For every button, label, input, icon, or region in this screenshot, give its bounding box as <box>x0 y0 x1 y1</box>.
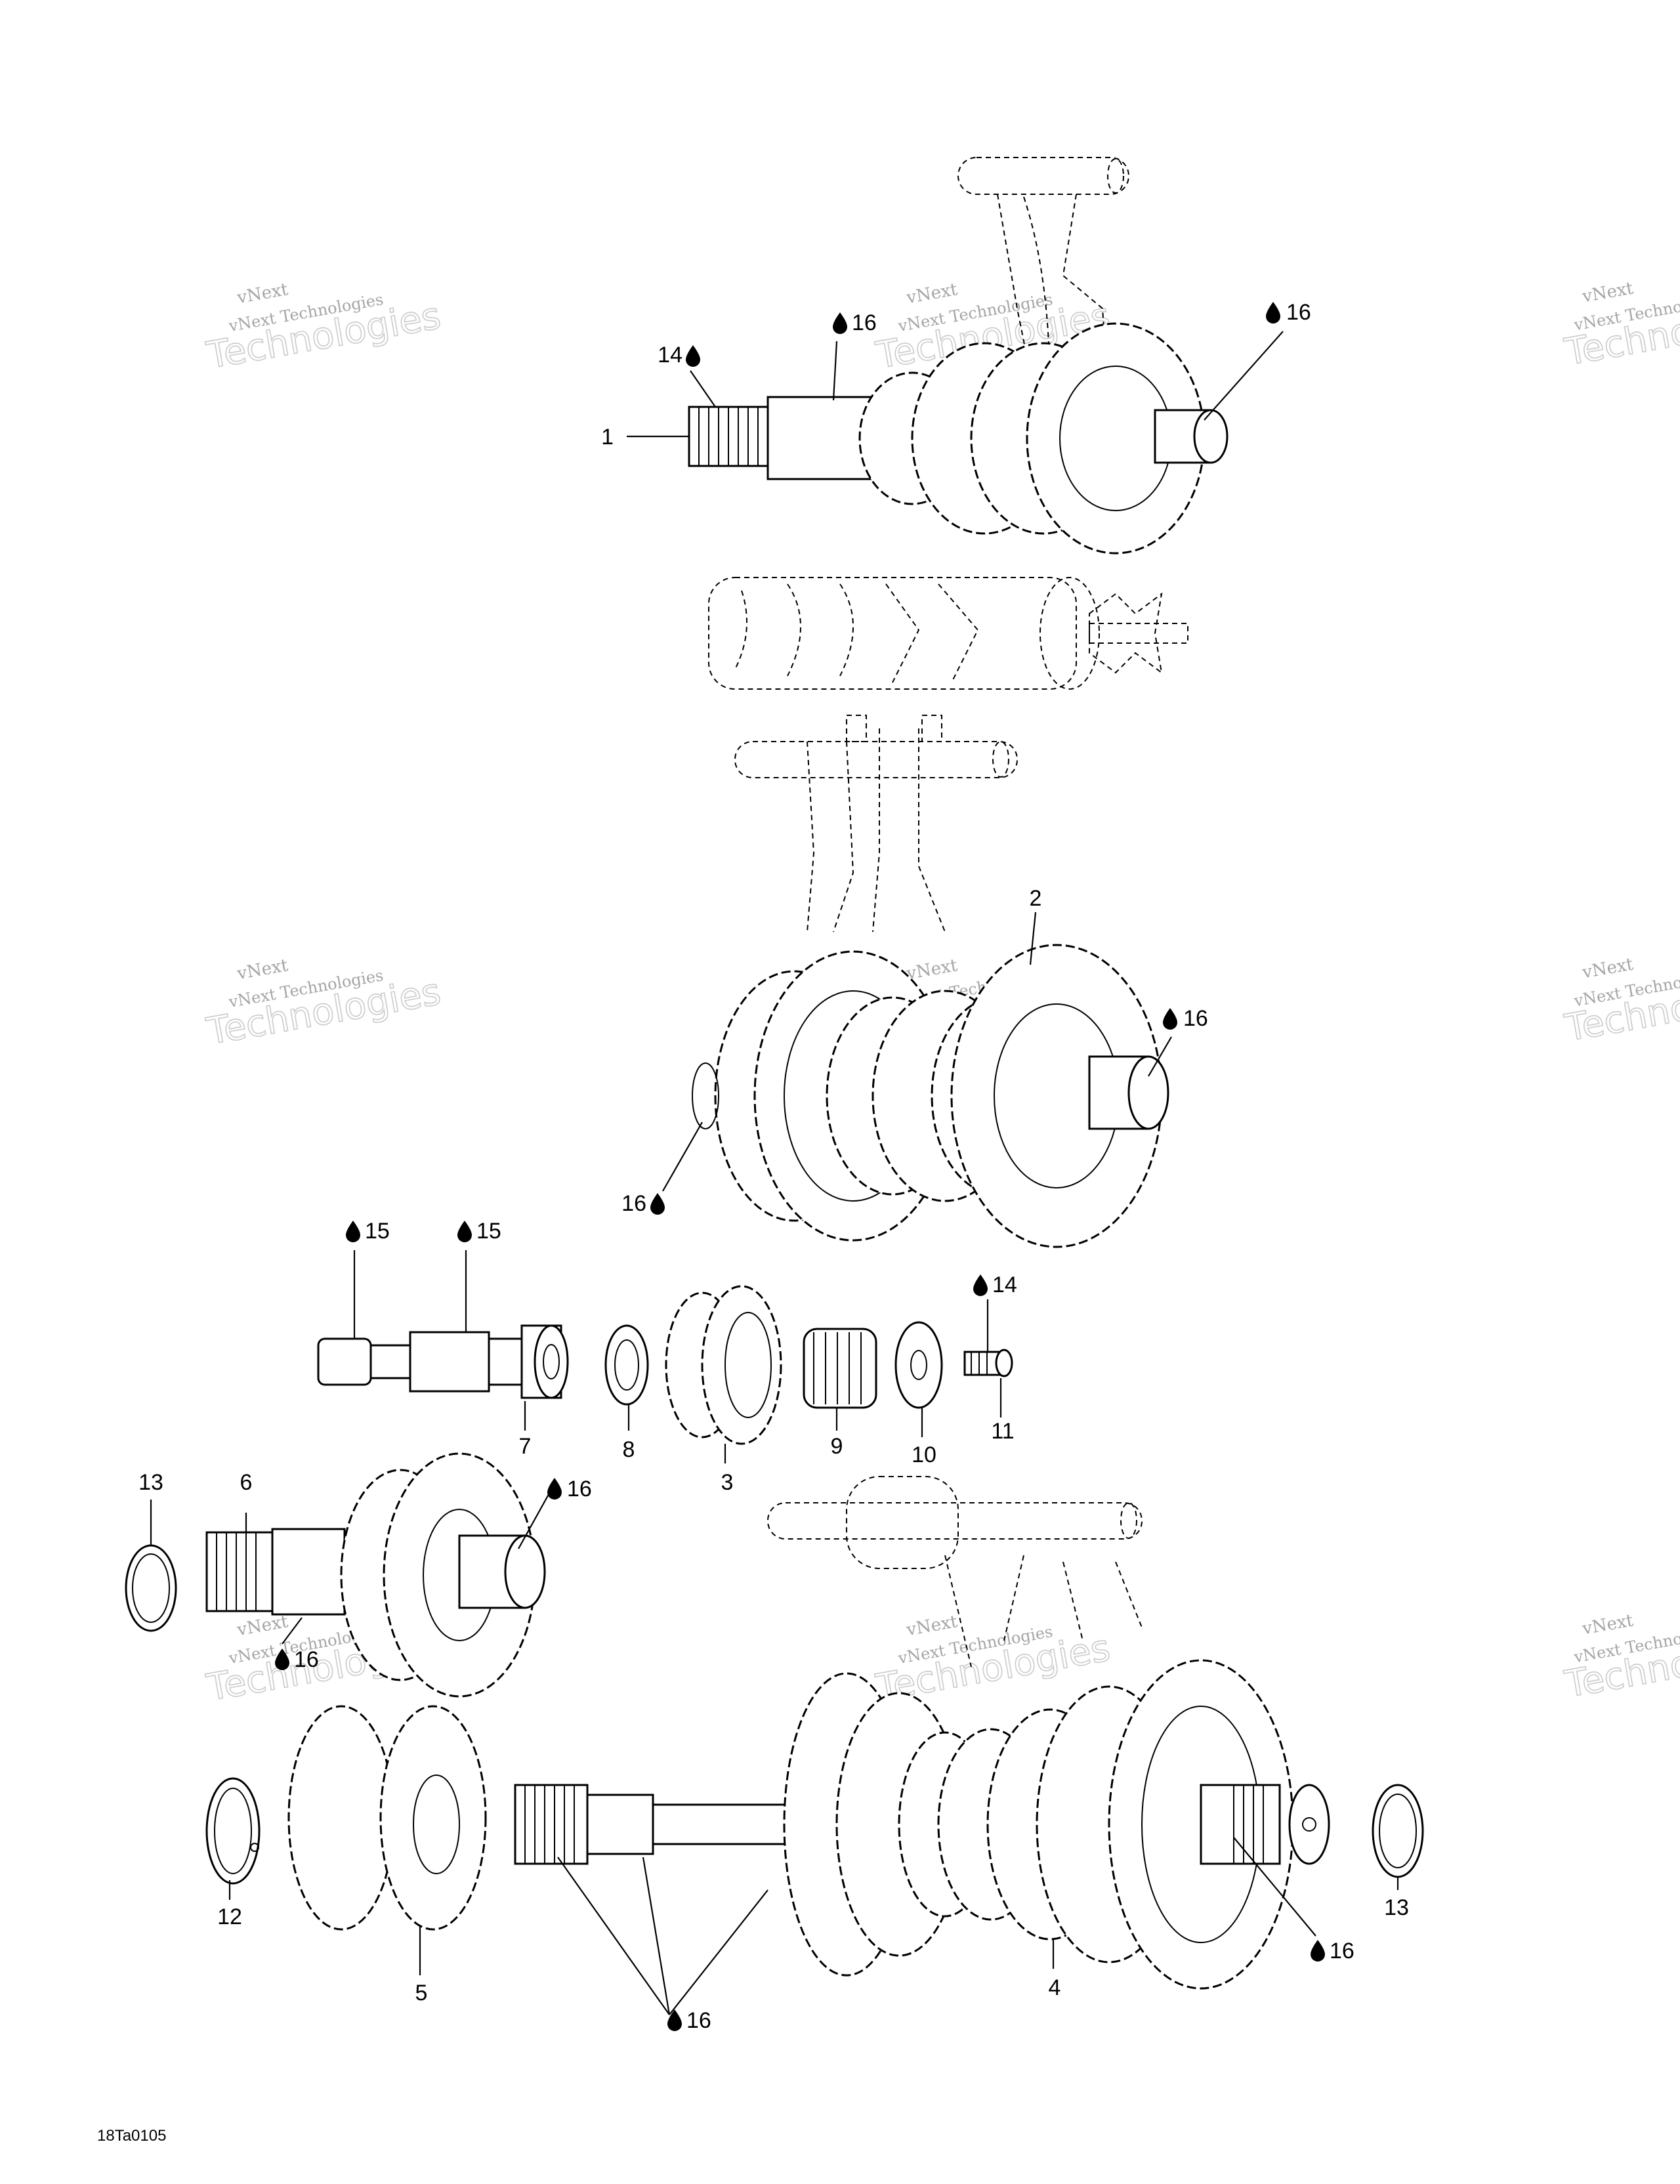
callout-10: 10 <box>912 1442 936 1467</box>
callout-16-lube: 16 <box>852 310 877 335</box>
callout-15-lube: 15 <box>365 1219 390 1244</box>
leader-line <box>518 1489 552 1549</box>
callout-16-lube: 16 <box>294 1647 319 1672</box>
leader-line <box>1148 1036 1172 1077</box>
watermark-text: vNext <box>1580 278 1635 306</box>
leader-line <box>690 370 716 408</box>
callout-16-lube: 16 <box>1183 1006 1208 1031</box>
watermark-text: vNext <box>235 956 289 984</box>
shift-drum <box>708 577 1188 690</box>
leader-line <box>669 1889 768 2015</box>
circlip-12 <box>205 1777 261 1885</box>
callout-6: 6 <box>240 1470 253 1495</box>
watermark-text: vNext <box>904 280 959 308</box>
oil-drop-icon <box>1266 302 1280 324</box>
leader-line <box>1233 1837 1316 1937</box>
leader-line <box>282 1617 303 1645</box>
callout-14-lube: 14 <box>658 343 682 368</box>
circlip-13-right <box>1372 1784 1424 1878</box>
middle-shift-forks <box>734 715 1018 933</box>
leader-line <box>832 341 838 401</box>
callout-15-lube: 15 <box>476 1219 501 1244</box>
oil-drop-icon <box>833 312 847 334</box>
oil-drop-icon <box>346 1221 360 1242</box>
callout-11: 11 <box>991 1419 1014 1444</box>
leader-line <box>662 1122 703 1192</box>
callout-16-lube: 16 <box>686 2008 711 2033</box>
thrust-washer-8 <box>604 1324 649 1406</box>
leader-line <box>557 1857 670 2015</box>
oil-drop-icon <box>686 345 700 367</box>
callout-9: 9 <box>831 1434 843 1459</box>
oil-drop-icon <box>650 1193 665 1215</box>
input-shaft-assembly <box>688 322 1228 555</box>
oil-drop-icon <box>457 1221 472 1242</box>
watermark-text: vNext <box>235 280 289 308</box>
oil-drop-icon <box>275 1648 289 1670</box>
callout-16-lube: 16 <box>621 1191 646 1216</box>
callout-labels: 1 14 16 16 2 16 16 15 15 14 7 8 9 10 11 … <box>138 300 1409 2033</box>
thrust-washer-10 <box>894 1321 943 1409</box>
leader-lines <box>150 331 1399 2015</box>
oil-drop-icon <box>1163 1008 1177 1030</box>
gear-3 <box>665 1285 782 1445</box>
callout-8: 8 <box>623 1437 635 1462</box>
callout-16-lube: 16 <box>1286 300 1311 325</box>
lower-shift-forks <box>767 1476 1143 1668</box>
gear-5 <box>287 1705 487 1931</box>
callout-3: 3 <box>721 1470 734 1495</box>
watermark-text: vNext <box>904 1612 959 1640</box>
oil-drop-icon <box>667 2009 682 2031</box>
oil-drop-icon <box>547 1478 562 1500</box>
needle-bearing-9 <box>803 1328 877 1409</box>
callout-16-lube: 16 <box>1330 1939 1354 1964</box>
leader-line <box>1029 912 1037 965</box>
callout-2: 2 <box>1030 886 1042 911</box>
watermark-text: vNext <box>1580 1610 1635 1639</box>
callout-7: 7 <box>519 1434 532 1459</box>
callout-12: 12 <box>217 1904 242 1929</box>
output-shaft-assembly <box>514 1659 1330 1990</box>
watermark-text: vNext <box>1580 954 1635 982</box>
callout-16-lube: 16 <box>567 1477 592 1502</box>
leader-line <box>1204 331 1284 421</box>
countershaft-7 <box>317 1324 569 1399</box>
circlip-13-left <box>125 1544 177 1632</box>
callout-4: 4 <box>1049 1975 1061 2000</box>
callout-5: 5 <box>415 1981 428 2006</box>
oil-drop-icon <box>973 1274 988 1296</box>
leader-line <box>642 1857 671 2015</box>
callout-13: 13 <box>1384 1895 1409 1920</box>
oil-drop-icon <box>1311 1940 1325 1962</box>
gear-6-assembly <box>205 1452 546 1698</box>
watermark-text: vNext <box>235 1612 289 1640</box>
callout-13: 13 <box>138 1470 163 1495</box>
figure-code: 18Ta0105 <box>97 2127 166 2145</box>
callout-14-lube: 14 <box>992 1272 1017 1297</box>
cluster-gear-assembly <box>692 944 1169 1248</box>
screw-11 <box>963 1349 1013 1377</box>
callout-1: 1 <box>601 425 614 450</box>
